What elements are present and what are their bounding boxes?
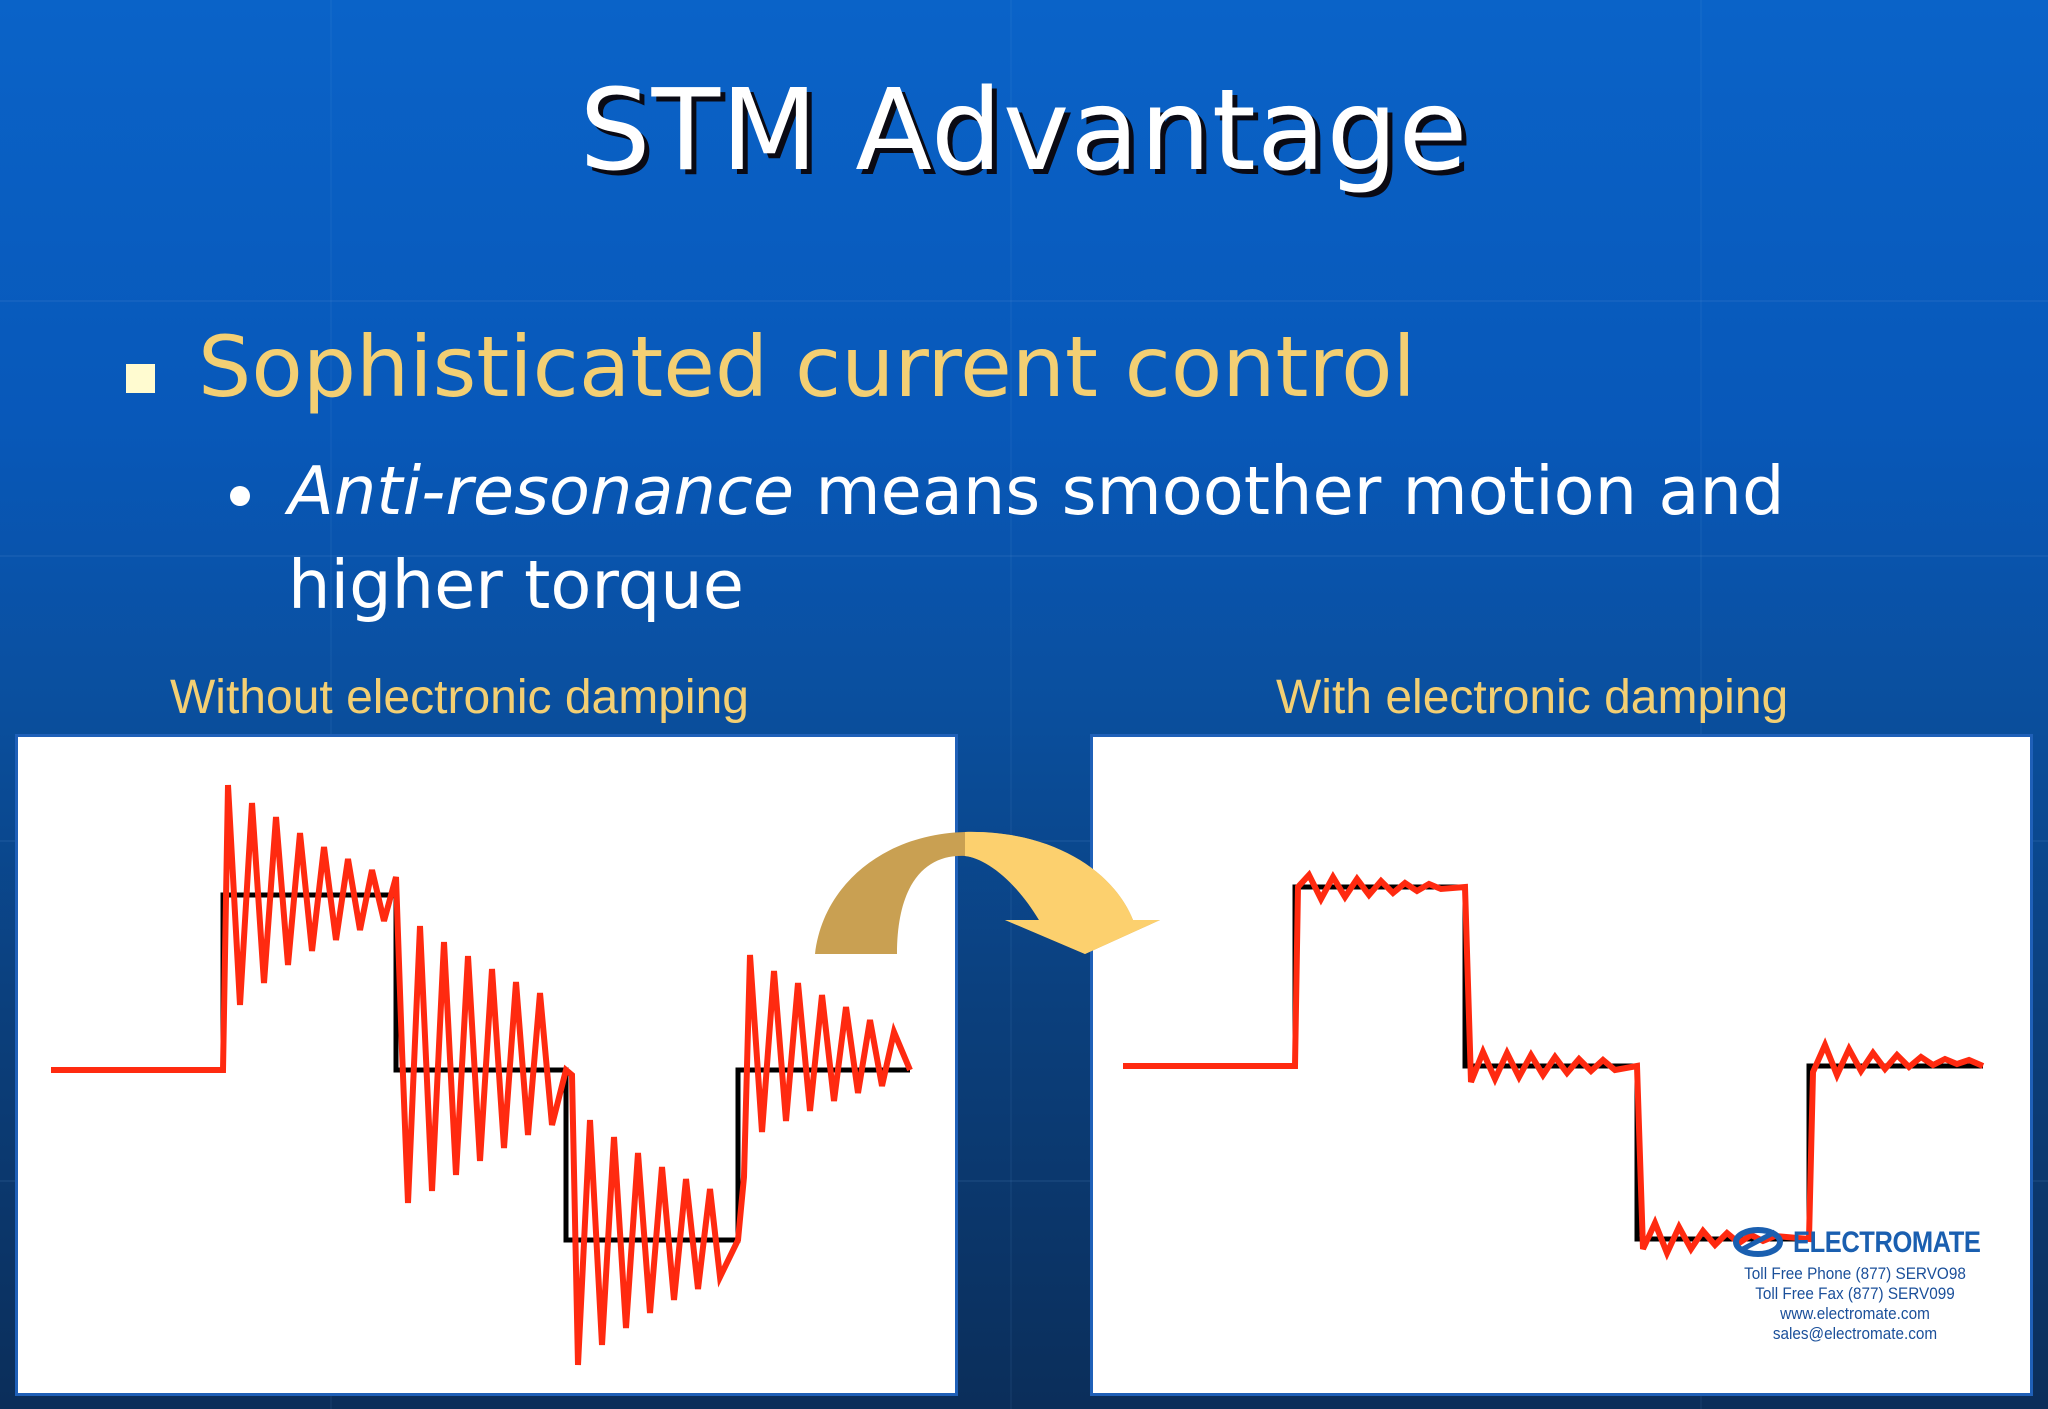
main-bullet-text: Sophisticated current control: [198, 318, 1416, 416]
undamped-response-line: [51, 784, 913, 1366]
background-grid-line: [330, 0, 332, 1409]
electromate-logo-block: ELECTROMATE Toll Free Phone (877) SERVO9…: [1725, 1224, 1985, 1344]
transition-arrow-icon: [815, 831, 1160, 954]
contact-phone: Toll Free Phone (877) SERVO98: [1744, 1264, 1966, 1283]
sub-bullet-dot-icon: [230, 486, 250, 506]
anti-resonance-term: Anti-resonance: [288, 452, 795, 530]
sub-bullet-line-1: Anti-resonance means smoother motion and: [288, 452, 1785, 530]
background-grid-line: [1010, 0, 1012, 1409]
damped-waveform-plot: [1123, 869, 1985, 1261]
background-grid-line: [1700, 0, 1702, 1409]
contact-fax: Toll Free Fax (877) SERV099: [1755, 1284, 1955, 1303]
with-damping-panel: [1090, 734, 2033, 1396]
sub-bullet-line-1-rest: means smoother motion and: [794, 452, 1785, 530]
background-grid-line: [0, 1180, 2048, 1182]
without-damping-panel: [15, 734, 958, 1396]
sub-bullet-line-2: higher torque: [288, 546, 744, 624]
contact-website-link[interactable]: www.electromate.com: [1780, 1304, 1930, 1323]
undamped-waveform-plot: [51, 784, 913, 1366]
contact-email-link[interactable]: sales@electromate.com: [1772, 1324, 1938, 1343]
background-grid-line: [0, 555, 2048, 557]
electromate-logo-icon: [1733, 1227, 1783, 1257]
left-panel-caption: Without electronic damping: [170, 671, 749, 724]
logo-name: ELECTROMATE: [1793, 1226, 1981, 1259]
background-grid-line: [0, 300, 2048, 302]
damped-response-line: [1123, 869, 1985, 1261]
slide-title: STM Advantage: [579, 66, 1469, 196]
logo-row: ELECTROMATE: [1725, 1224, 1985, 1264]
right-panel-caption: With electronic damping: [1276, 671, 1789, 724]
bullet-square-icon: [126, 364, 155, 393]
